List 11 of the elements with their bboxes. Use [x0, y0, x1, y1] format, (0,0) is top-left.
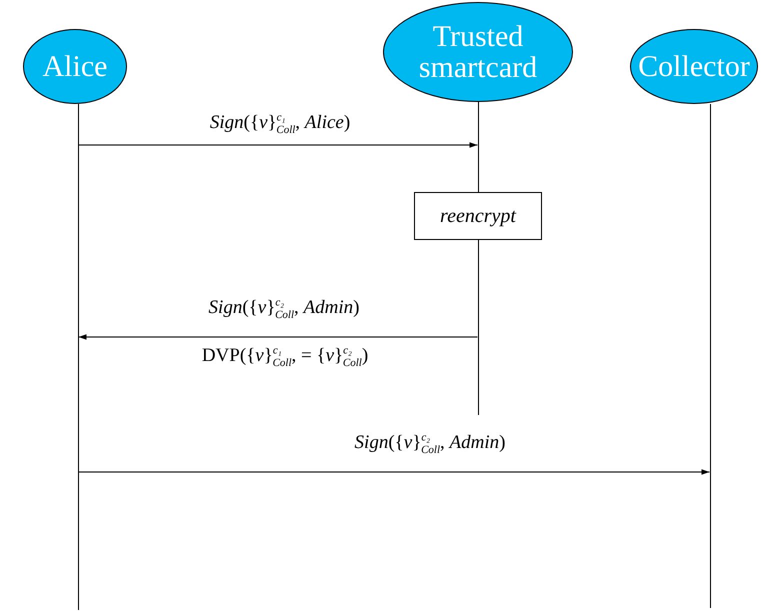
- participant-ellipse: Trusted smartcard: [383, 2, 573, 102]
- participant-ellipse: Alice: [23, 29, 127, 104]
- message-note: DVP({v}$^{c₁}$$_{Coll}$, = {v}$^{c₂}$$_{Coll}$): [200, 346, 370, 366]
- process-box: reencrypt: [414, 192, 542, 240]
- edge-label: Sign({v}$^{c₂}$$_{Coll}$, Admin): [206, 298, 362, 318]
- message-arrow: [78, 142, 478, 148]
- edge-label: Sign({v}$^{c₂}$$_{Coll}$, Admin): [352, 433, 508, 453]
- edge-label: Sign({v}$^{c₁}$$_{Coll}$, Alice): [208, 113, 352, 133]
- message-arrow: [78, 469, 710, 475]
- message-arrow: [78, 334, 478, 340]
- participant-ellipse: Collector: [630, 29, 758, 104]
